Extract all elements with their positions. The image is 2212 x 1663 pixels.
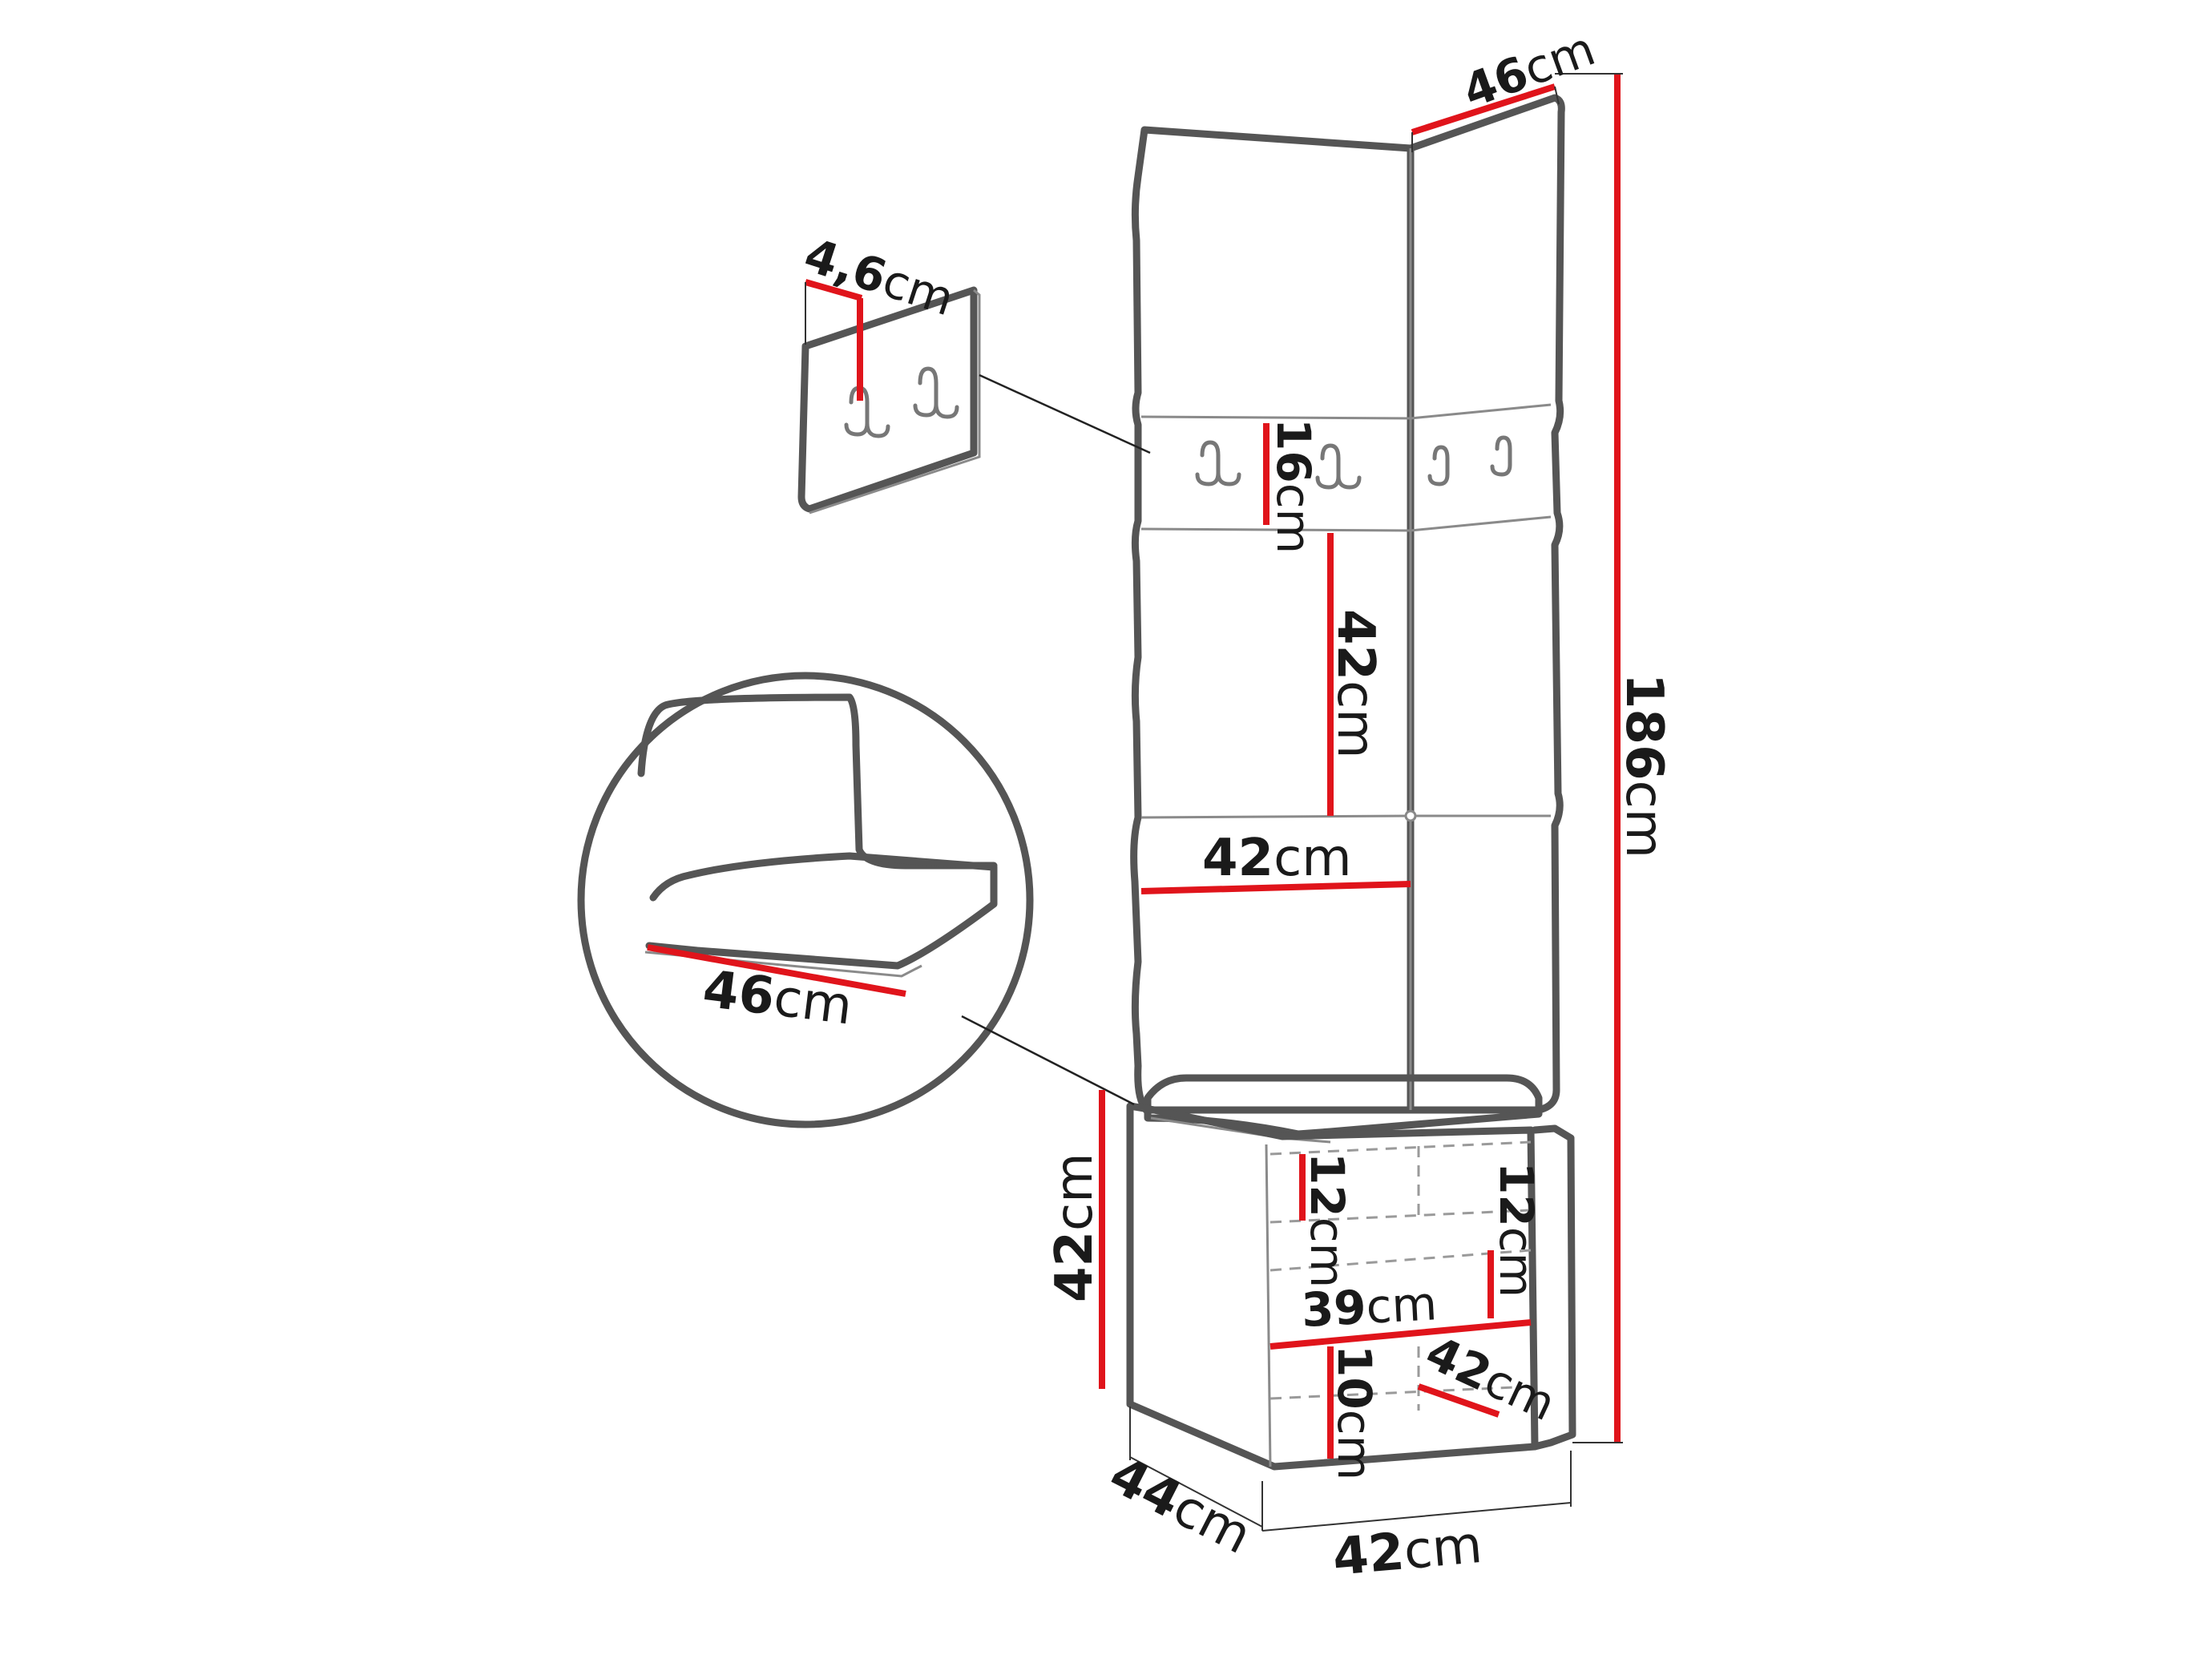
- dimension-labels: 46cm 4,6cm 16cm 42cm 42cm 186cm 46cm 42c…: [700, 21, 1673, 1588]
- label-bench-height: 42cm: [1045, 1152, 1104, 1302]
- label-seat-width: 46cm: [700, 959, 855, 1036]
- extension-lines: [805, 73, 1623, 1532]
- hook-icon: [1195, 440, 1241, 486]
- label-bench-width: 42cm: [1330, 1516, 1484, 1588]
- coat-hooks: [1195, 435, 1512, 490]
- label-inner-depth: 42cm: [1418, 1325, 1564, 1431]
- hook-icon: [844, 385, 890, 438]
- dimension-lines: [647, 74, 1621, 1459]
- label-panel-height: 42cm: [1326, 609, 1385, 759]
- hook-bar-detail: [797, 286, 1151, 515]
- label-hook-height: 16cm: [1266, 418, 1321, 554]
- seat-detail: [577, 672, 1135, 1128]
- hook-icon: [913, 366, 959, 419]
- wall-panels: [1130, 94, 1565, 1114]
- label-panel-width: 42cm: [1202, 829, 1352, 888]
- label-hook-depth: 4,6cm: [798, 228, 961, 327]
- label-bottom-shelf: 10cm: [1327, 1345, 1382, 1480]
- hook-icon: [1490, 435, 1512, 477]
- hook-icon: [1427, 445, 1450, 486]
- label-shelf-top-right: 12cm: [1489, 1162, 1544, 1298]
- label-shelf-top-left: 12cm: [1300, 1152, 1354, 1288]
- label-bench-depth: 44cm: [1100, 1445, 1261, 1566]
- label-inner-width: 39cm: [1300, 1276, 1438, 1338]
- hook-icon: [1315, 443, 1362, 490]
- label-total-height: 186cm: [1614, 673, 1673, 858]
